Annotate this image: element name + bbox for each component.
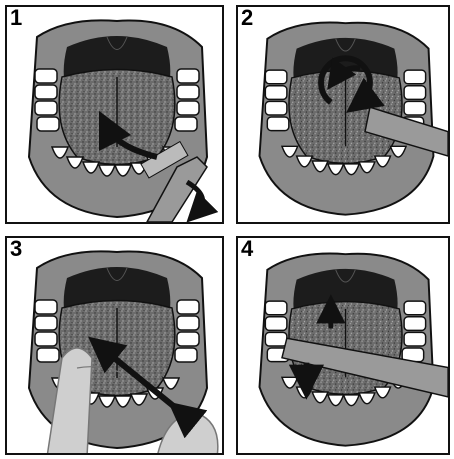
brushing-illustration-2	[238, 7, 450, 224]
step-panel-2: 2	[236, 5, 450, 224]
brushing-illustration-1	[7, 7, 224, 224]
step-number: 2	[241, 5, 253, 31]
flossing-illustration	[7, 238, 224, 455]
step-panel-3: 3	[5, 236, 224, 455]
step-number: 4	[241, 236, 253, 262]
step-number: 1	[10, 5, 22, 31]
step-panel-4: 4	[236, 236, 450, 455]
brushing-illustration-4	[238, 238, 450, 455]
step-panel-1: 1	[5, 5, 224, 224]
step-number: 3	[10, 236, 22, 262]
